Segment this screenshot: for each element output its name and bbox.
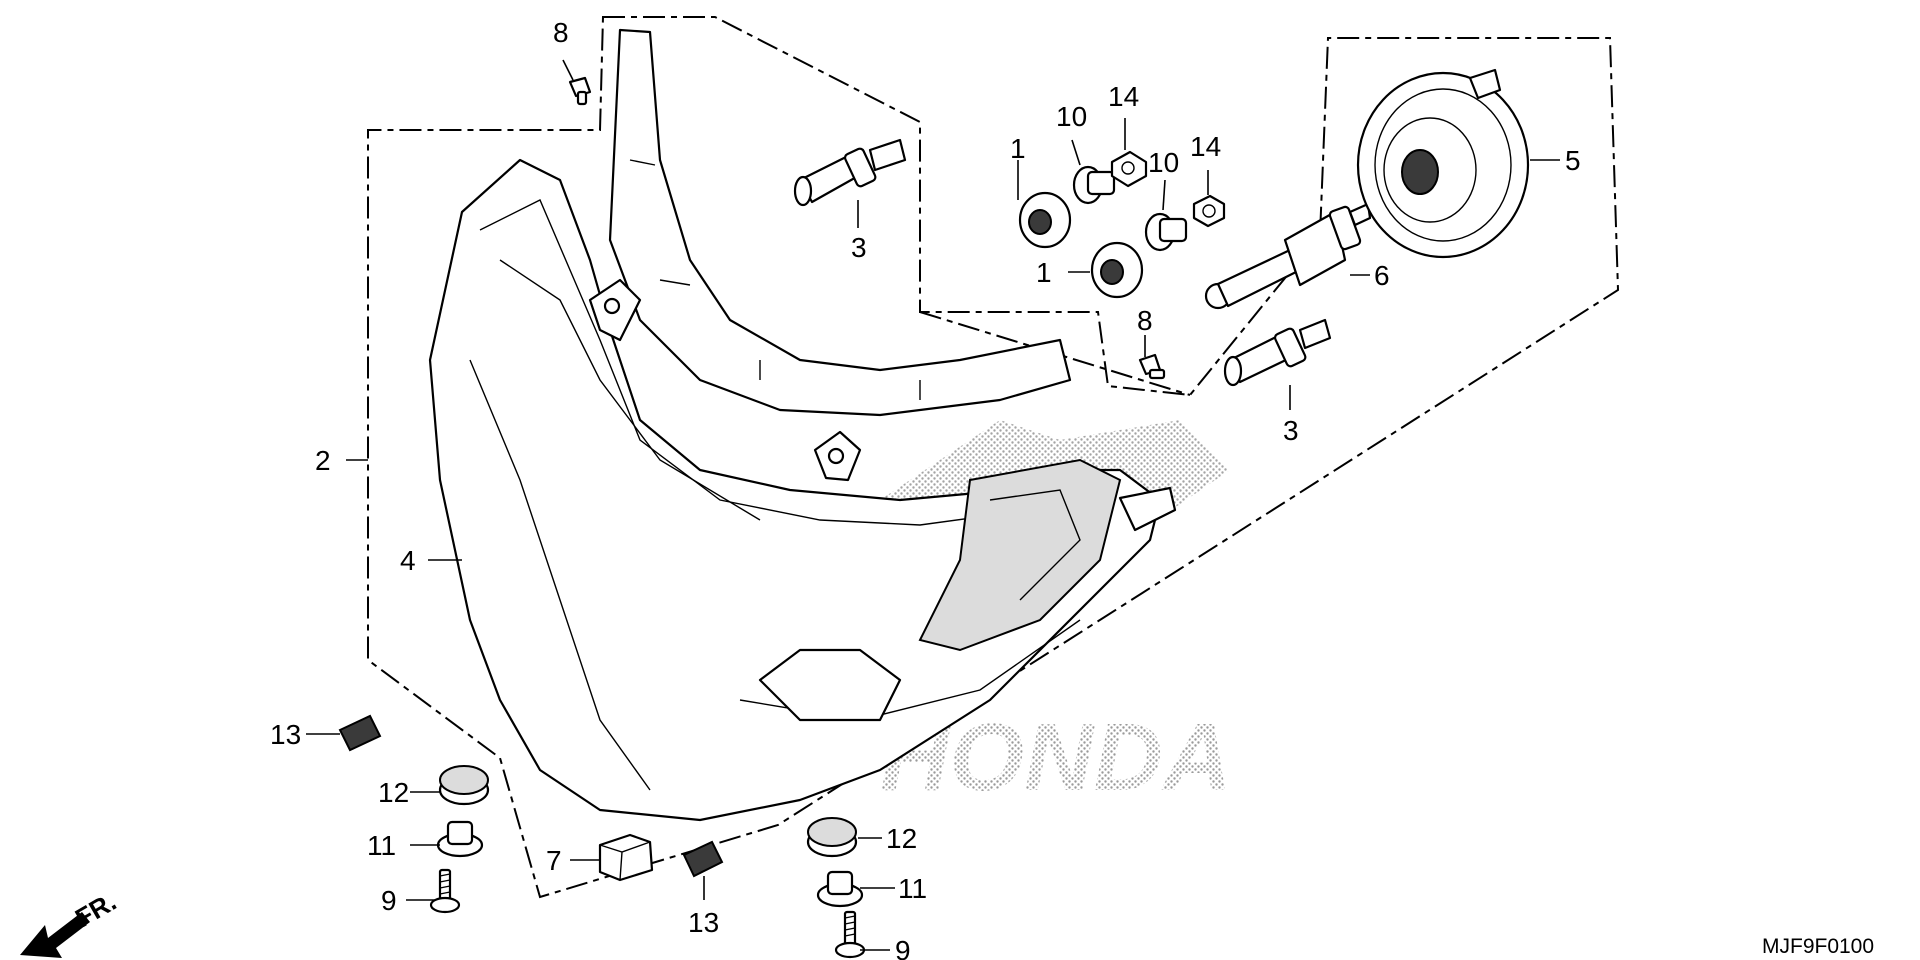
callout-3-lower: 3 — [1283, 415, 1299, 446]
front-arrow-icon — [20, 912, 90, 958]
screw-upper — [568, 76, 592, 106]
cushion-pad — [598, 833, 654, 882]
bolt-left — [429, 868, 461, 914]
callout-10-upper: 10 — [1056, 101, 1087, 132]
halogen-bulb — [1204, 202, 1372, 310]
rubber-grommet-left — [438, 765, 490, 806]
collar-upper — [1072, 165, 1116, 205]
headlight-unit-boundary — [367, 16, 1620, 899]
callout-3-upper: 3 — [851, 232, 867, 263]
rubber-grommet-right — [806, 817, 858, 858]
callout-2: 2 — [315, 445, 331, 476]
front-direction-indicator: FR. — [20, 886, 121, 958]
callout-12-left: 12 — [378, 777, 409, 808]
clip-center — [682, 840, 724, 878]
callout-13-left: 13 — [270, 719, 301, 750]
bulb-socket-upper — [793, 138, 907, 207]
callout-1-lower: 1 — [1036, 257, 1052, 288]
grommet-lower — [1090, 241, 1144, 299]
headlight-housing — [428, 158, 1177, 822]
reflector-strip — [608, 28, 1072, 417]
mounting-tabs — [588, 278, 862, 482]
drawing-code: MJF9F0100 — [1762, 935, 1874, 958]
nut-lower — [1192, 194, 1226, 228]
collar-right-bottom — [816, 870, 864, 908]
callout-7: 7 — [546, 845, 562, 876]
collar-left-bottom — [436, 820, 484, 858]
leader-lines — [306, 59, 1560, 951]
callout-13-center: 13 — [688, 907, 719, 938]
callout-10-lower: 10 — [1148, 147, 1179, 178]
callouts: 1 1 2 3 3 4 5 6 7 8 8 9 9 10 10 11 11 12… — [270, 17, 1581, 960]
callout-4: 4 — [400, 545, 416, 576]
screw-lower — [1138, 353, 1166, 380]
clip-left — [338, 714, 382, 752]
dust-cover — [1356, 68, 1530, 259]
callout-9-left: 9 — [381, 885, 397, 916]
callout-11-left: 11 — [367, 830, 396, 861]
callout-12-right: 12 — [886, 823, 917, 854]
grommet-upper — [1018, 191, 1072, 249]
bulb-socket-lower — [1223, 318, 1332, 387]
callout-8-lower: 8 — [1137, 305, 1153, 336]
callout-1-upper: 1 — [1010, 133, 1026, 164]
callout-11-right: 11 — [898, 873, 927, 904]
callout-14-upper: 14 — [1108, 81, 1139, 112]
callout-9-right: 9 — [895, 935, 911, 960]
callout-5: 5 — [1565, 145, 1581, 176]
nut-upper — [1110, 150, 1148, 188]
callout-14-lower: 14 — [1190, 131, 1221, 162]
callout-8-upper: 8 — [553, 17, 569, 48]
collar-lower — [1144, 212, 1188, 252]
callout-6: 6 — [1374, 260, 1390, 291]
bolt-right — [834, 910, 866, 959]
